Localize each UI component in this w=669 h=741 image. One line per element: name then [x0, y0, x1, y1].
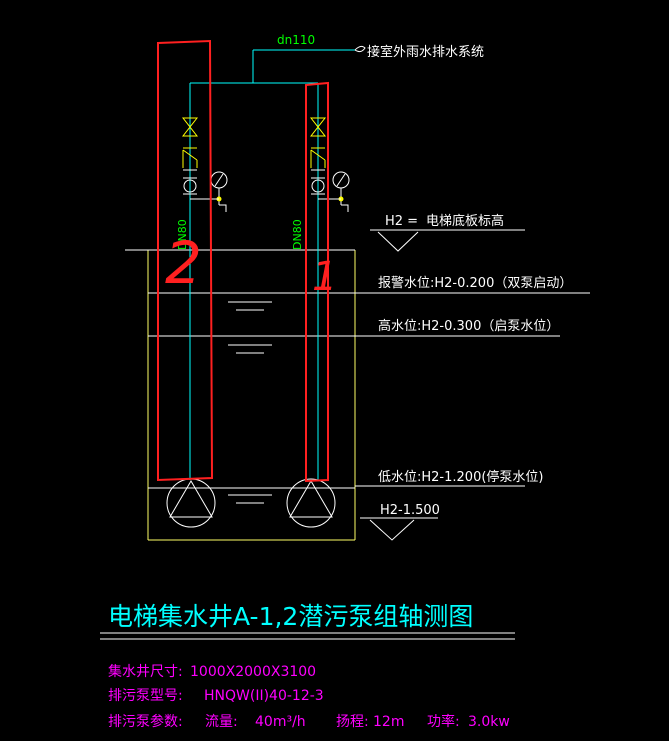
outlet-note: 接室外雨水排水系统	[367, 44, 484, 60]
markup-box-right	[305, 81, 329, 483]
low-level-text: 低水位:H2-1.200(停泵水位)	[378, 469, 543, 485]
spec-size-label: 集水井尺寸:	[108, 663, 183, 680]
spec-head-value: 12m	[373, 714, 404, 730]
drawing-title: 电梯集水井A-1,2潜污泵组轴测图	[108, 602, 473, 631]
h2-label: H2 =	[385, 214, 418, 229]
handwritten-number-left: 2	[165, 229, 202, 297]
pipework	[189, 49, 355, 480]
sump-pit	[147, 250, 356, 541]
spec-size-value: 1000X2000X3100	[190, 664, 316, 680]
union-fitting-icon	[311, 179, 325, 193]
markup-box-left	[157, 39, 214, 482]
spec-params-label: 排污泵参数:	[108, 713, 183, 730]
level-triangle-icon	[369, 519, 415, 541]
right-riser-label: DN80	[291, 219, 304, 250]
spec-flow-value: 40m³/h	[255, 714, 306, 730]
outlet-arrow-icon	[354, 45, 366, 53]
water-surface-marks	[228, 301, 272, 504]
right-pump	[286, 478, 336, 528]
pipe-size-label: dn110	[277, 33, 315, 47]
spec-flow-label: 流量:	[205, 714, 238, 730]
level-symbols	[360, 229, 525, 541]
left-riser-label: DN80	[176, 219, 189, 250]
h2-description: 电梯底板标高	[426, 213, 504, 229]
gate-valve-icon	[181, 117, 199, 137]
check-valve-icon	[310, 149, 326, 168]
union-fitting-icon	[183, 179, 197, 193]
left-pump	[166, 478, 216, 528]
pump-icon	[166, 478, 216, 528]
spec-model-value: HNQW(II)40-12-3	[204, 688, 324, 704]
alarm-level-text: 报警水位:H2-0.200（双泵启动）	[378, 275, 572, 291]
pump-icon	[286, 478, 336, 528]
spec-power-label: 功率:	[427, 713, 460, 730]
spec-model-label: 排污泵型号:	[108, 688, 183, 704]
right-fittings	[309, 117, 350, 212]
bottom-level-text: H2-1.500	[380, 503, 440, 518]
spec-power-value: 3.0kw	[468, 714, 510, 730]
gate-valve-icon	[309, 117, 327, 137]
check-valve-icon	[182, 149, 198, 168]
high-level-text: 高水位:H2-0.300（启泵水位）	[378, 318, 559, 334]
left-fittings	[181, 117, 228, 212]
spec-head-label: 扬程:	[336, 714, 369, 730]
level-triangle-icon	[377, 231, 419, 252]
handwritten-number-right: 1	[312, 254, 337, 300]
redline-markup	[157, 39, 329, 483]
